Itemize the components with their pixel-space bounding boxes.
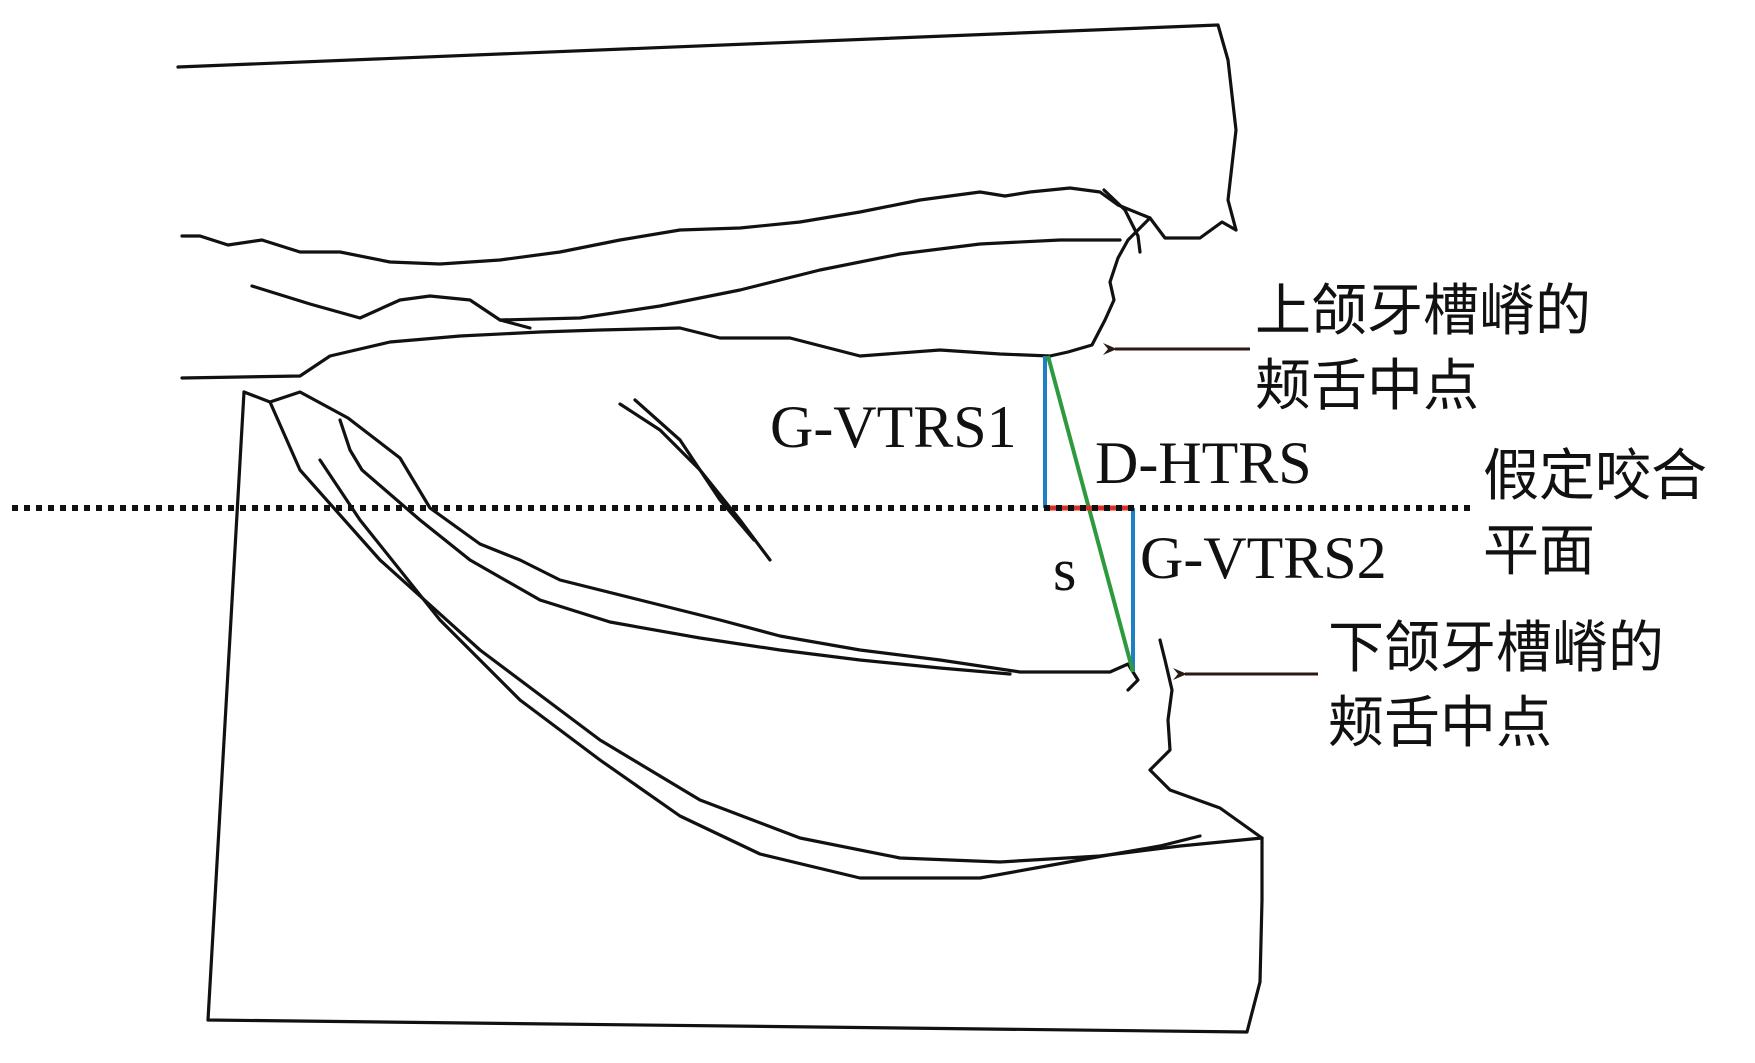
g-vtrs2-label: G-VTRS2 (1140, 525, 1387, 591)
occlusal-plane-label-line1: 假定咬合 (1483, 444, 1707, 509)
g-vtrs1-label: G-VTRS1 (770, 394, 1017, 460)
lower-point-label-line2: 颊舌中点 (1328, 691, 1552, 756)
d-htrs-label: D-HTRS (1095, 430, 1312, 496)
upper-point-label-line2: 颊舌中点 (1255, 354, 1479, 419)
occlusal-plane-label-line2: 平面 (1483, 519, 1595, 584)
lower-jaw-outline (206, 390, 1264, 1034)
upper-point-label-line1: 上颌牙槽嵴的 (1255, 279, 1591, 344)
upper-jaw-outline (176, 23, 1238, 380)
d-htrs-line (1046, 355, 1135, 673)
lower-point-label-line1: 下颌牙槽嵴的 (1328, 616, 1664, 681)
s-label: s (1053, 537, 1076, 603)
measurement-lines (1043, 355, 1135, 673)
